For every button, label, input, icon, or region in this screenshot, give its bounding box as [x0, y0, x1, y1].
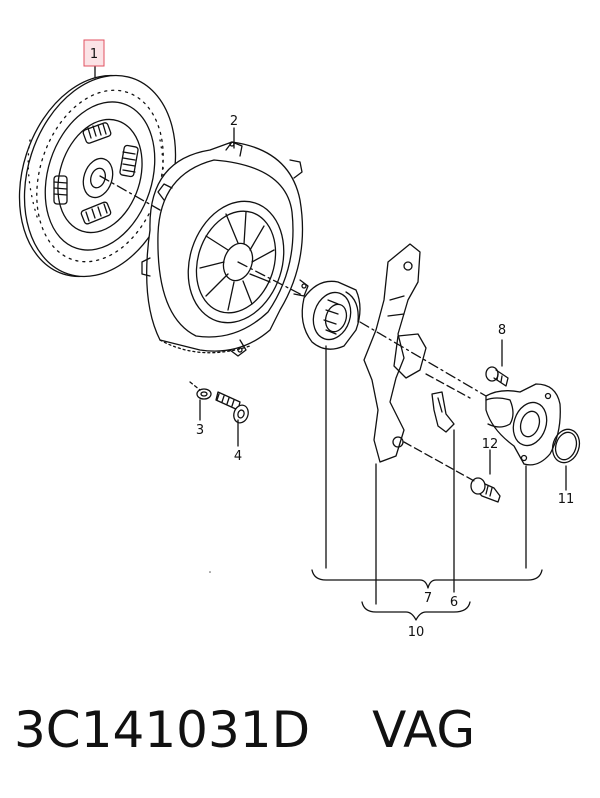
callout-1: 1: [90, 47, 98, 62]
guide-bolt: [485, 366, 509, 387]
seal-ring: [551, 428, 581, 464]
callout-12: 12: [482, 437, 499, 452]
spring-clip: [431, 391, 455, 433]
callout-10: 10: [408, 625, 425, 640]
release-bearing: [301, 280, 361, 350]
release-fork: [363, 243, 427, 463]
callout-1-highlight: [83, 39, 105, 67]
part-number: 3C141031D: [14, 701, 311, 759]
clutch-exploded-diagram: 1 2 3 4 8 12 11 7 6 10: [18, 39, 581, 640]
bolt: [215, 391, 249, 424]
callout-3: 3: [196, 423, 204, 438]
callout-11: 11: [558, 492, 575, 507]
washer: [196, 388, 212, 400]
callout-6: 6: [450, 595, 458, 610]
speck: [209, 571, 211, 573]
guide-sleeve: [485, 383, 561, 466]
brand-name: VAG: [372, 701, 476, 759]
bolt-12: [470, 477, 501, 503]
part-caption: 3C141031D VAG: [14, 690, 594, 770]
callout-8: 8: [498, 323, 506, 338]
callout-4: 4: [234, 449, 242, 464]
callout-2: 2: [230, 114, 238, 129]
callout-7: 7: [424, 591, 432, 606]
pressure-plate: [141, 141, 309, 357]
